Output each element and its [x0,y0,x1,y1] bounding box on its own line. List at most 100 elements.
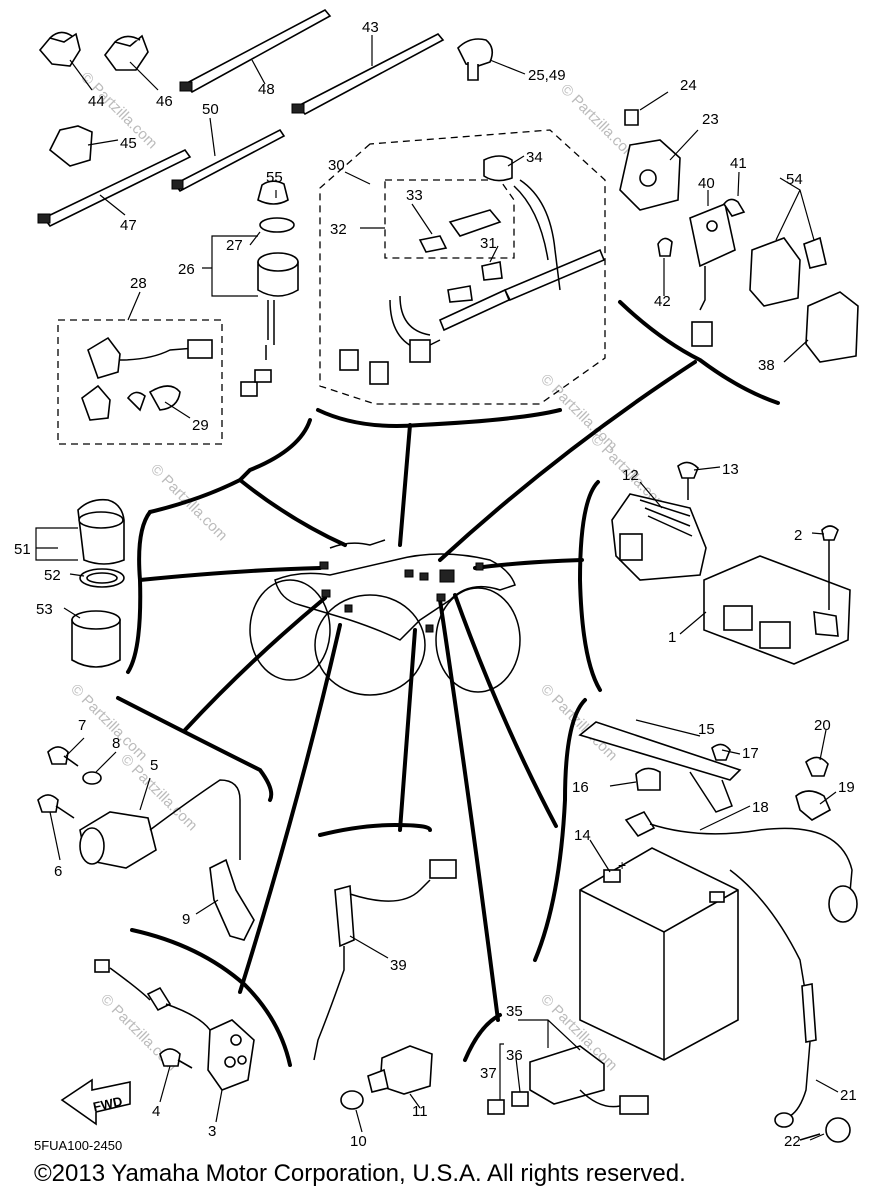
fwd-label: FWD [92,1094,124,1115]
part-washer-8 [82,771,102,785]
callout-42: 42 [654,293,671,310]
callout-52: 52 [44,567,61,584]
part-lamp-assembly-28 [57,319,223,445]
callout-55: 55 [266,169,283,186]
part-bolt-22 [799,1117,851,1143]
callout-46: 46 [156,93,173,110]
part-clamp-45 [48,125,93,167]
part-fuse-37 [487,1099,505,1115]
callout-10: 10 [350,1133,367,1150]
part-battery-14: + [579,847,739,1061]
callout-19: 19 [838,779,855,796]
part-cdi-unit-1 [703,555,851,665]
callout-30: 30 [328,157,345,174]
callout-50: 50 [202,101,219,118]
callout-31: 31 [480,235,497,252]
callout-36: 36 [506,1047,523,1064]
part-starter-relay-23 [619,109,681,211]
callout-15: 15 [698,721,715,738]
callout-17: 17 [742,745,759,762]
part-battery-band-15 [578,721,742,813]
callout-44: 44 [88,93,105,110]
callout-40: 40 [698,175,715,192]
callout-7: 7 [78,717,86,734]
callout-43: 43 [362,19,379,36]
part-ignition-coil-5 [79,779,255,941]
callout-28: 28 [130,275,147,292]
leader-lines [35,35,839,1141]
callout-24: 24 [680,77,697,94]
callout-54: 54 [786,171,803,188]
callout-51: 51 [14,541,31,558]
part-tie-50 [171,128,286,193]
atv-outline [249,539,521,696]
part-fuse-54 [749,236,827,307]
callout-13: 13 [722,461,739,478]
part-bolt-2 [821,525,839,610]
callout-4: 4 [152,1103,160,1120]
part-clamp-19 [795,790,832,821]
part-cap-53 [71,610,121,668]
part-bolt-13 [677,461,699,500]
copyright-notice: ©2013 Yamaha Motor Corporation, U.S.A. A… [34,1160,686,1187]
callout-39: 39 [390,957,407,974]
callout-41: 41 [730,155,747,172]
watermark: © Partzilla.com [537,681,620,764]
callout-18: 18 [752,799,769,816]
part-sensor-3 [94,959,255,1091]
part-nut-42 [657,237,673,257]
callout-34: 34 [526,149,543,166]
callout-47: 47 [120,217,137,234]
callout-12: 12 [622,467,639,484]
callout-35: 35 [506,1003,523,1020]
callout-3: 3 [208,1123,216,1140]
callout-33: 33 [406,187,423,204]
part-bolt-7 [47,746,79,767]
part-tie-43 [291,32,445,116]
part-clamp-25-49 [457,38,494,81]
part-harness-35 [529,1045,649,1115]
part-fuse-36 [511,1091,529,1107]
part-main-switch-26 [240,180,299,397]
part-switch-11 [367,1045,433,1095]
part-switch-39 [313,859,457,1061]
callout-8: 8 [112,735,120,752]
callout-6: 6 [54,863,62,880]
callout-32: 32 [330,221,347,238]
svg-text:+: + [618,857,626,873]
callout-14: 14 [574,827,591,844]
part-socket-51 [77,498,125,565]
callout-16: 16 [572,779,589,796]
callout-23: 23 [702,111,719,128]
part-battery-cable-18 [624,810,858,923]
part-ring-52 [79,568,125,588]
callout-labels: 44 46 45 48 43 25,49 47 50 24 23 41 40 5… [14,19,857,1150]
callout-1: 1 [668,629,676,646]
diagram-code: 5FUA100-2450 [34,1138,123,1153]
part-washer-10 [340,1090,364,1110]
callout-26: 26 [178,261,195,278]
callout-20: 20 [814,717,831,734]
part-bolt-41 [723,198,746,217]
part-clamp-46 [103,34,149,71]
fwd-arrow: FWD [60,1078,131,1126]
part-bolt-20 [805,756,829,777]
part-tie-47 [37,148,192,228]
callout-53: 53 [36,601,53,618]
part-wire-harness-30 [319,129,606,405]
part-clamp-44 [38,31,81,67]
callout-45: 45 [120,135,137,152]
part-bolt-4 [159,1048,193,1069]
part-battery-cable-21 [729,869,817,1128]
part-fuse-box-38 [805,291,859,363]
callout-9: 9 [182,911,190,928]
callout-38: 38 [758,357,775,374]
callout-37: 37 [480,1065,497,1082]
callout-22: 22 [784,1133,801,1150]
callout-29: 29 [192,417,209,434]
callout-5: 5 [150,757,158,774]
callout-11: 11 [412,1103,428,1120]
callout-21: 21 [840,1087,857,1104]
connection-lines [138,360,697,1022]
